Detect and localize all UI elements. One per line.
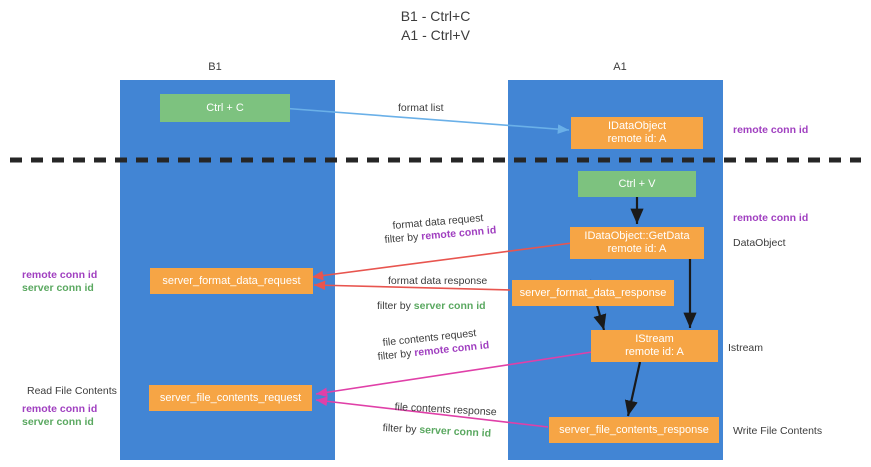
box-server-format-data-response[interactable]: server_format_data_response [512,280,674,306]
filter-prefix: filter by [377,347,415,363]
annotation-left-server-conn-id-bottom: server conn id [22,416,94,428]
box-istream[interactable]: IStream remote id: A [591,330,718,362]
box-server-format-data-request[interactable]: server_format_data_request [150,268,313,294]
annotation-right-remote-conn-id-top: remote conn id [733,124,809,136]
annotation-left-server-conn-id-top: server conn id [22,282,94,294]
filter-prefix: filter by [377,300,414,312]
box-idataobject-getdata[interactable]: IDataObject::GetData remote id: A [570,227,704,259]
column-a1-title: A1 [613,61,627,73]
annotation-istream: Istream [728,342,764,354]
filter-key-server-conn-id: server conn id [419,423,492,440]
column-b1-title: B1 [208,61,222,73]
annotation-left-remote-conn-id-top: remote conn id [22,269,98,281]
box-server-file-contents-response[interactable]: server_file_contents_response [549,417,719,443]
annotation-dataobject: DataObject [733,237,786,249]
label-file-contents-response-filter: filter by server conn id [382,421,491,441]
label-format-data-response: format data response [388,275,488,287]
box-idataobject[interactable]: IDataObject remote id: A [571,117,703,149]
filter-prefix: filter by [384,230,422,246]
annotation-read-file-contents: Read File Contents [27,385,117,397]
box-ctrl-c[interactable]: Ctrl + C [160,94,290,122]
filter-key-server-conn-id: server conn id [413,300,486,312]
annotation-right-remote-conn-id-mid: remote conn id [733,212,809,224]
label-file-contents-response: file contents response [394,400,497,419]
box-server-file-contents-request[interactable]: server_file_contents_request [149,385,312,411]
page-title: B1 - Ctrl+C A1 - Ctrl+V [400,8,471,43]
box-ctrl-v[interactable]: Ctrl + V [578,171,696,197]
annotation-left-remote-conn-id-bottom: remote conn id [22,403,98,415]
label-format-data-response-filter: filter by server conn id [377,299,486,313]
annotation-write-file-contents: Write File Contents [733,425,823,437]
filter-prefix: filter by [382,421,420,436]
label-format-list: format list [398,102,444,114]
